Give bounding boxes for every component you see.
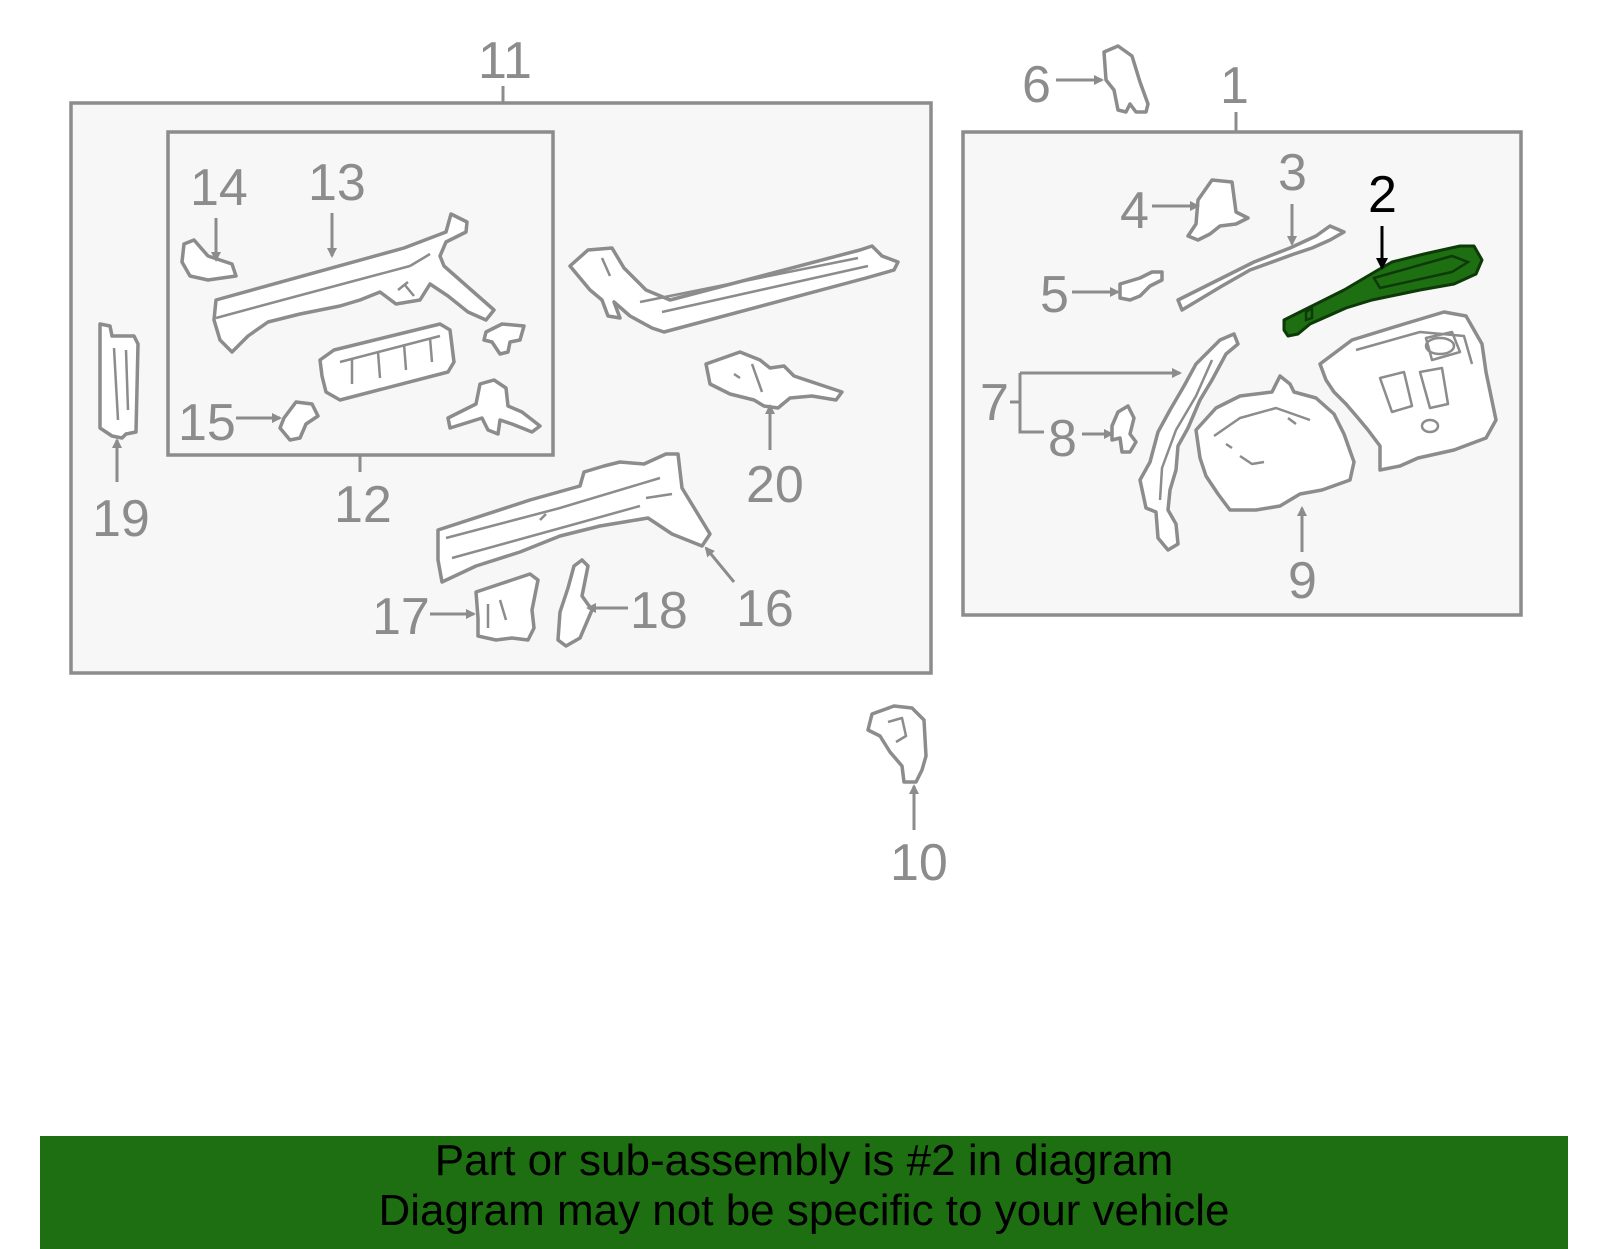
callout-5[interactable]: 5 <box>1040 266 1069 324</box>
callout-2[interactable]: 2 <box>1368 166 1397 224</box>
part-12-crossmember[interactable] <box>318 322 456 402</box>
part-10-bracket[interactable] <box>866 704 928 784</box>
part-13-rail[interactable] <box>212 212 496 354</box>
callout-11[interactable]: 11 <box>478 32 532 90</box>
callout-10[interactable]: 10 <box>890 834 948 892</box>
part-8-bracket[interactable] <box>1110 404 1138 454</box>
callout-19[interactable]: 19 <box>92 490 150 548</box>
callout-1[interactable]: 1 <box>1220 57 1249 115</box>
callout-14[interactable]: 14 <box>190 159 248 217</box>
callout-8[interactable]: 8 <box>1048 410 1077 468</box>
part-14-bracket[interactable] <box>180 238 238 282</box>
part-9-wheelhouse[interactable] <box>1194 374 1356 512</box>
banner-line-disclaimer: Diagram may not be specific to your vehi… <box>378 1186 1230 1235</box>
callout-12[interactable]: 12 <box>334 476 392 534</box>
callout-13[interactable]: 13 <box>308 154 366 212</box>
callout-20[interactable]: 20 <box>746 456 804 514</box>
part-17-bracket[interactable] <box>474 572 540 642</box>
part-19-pillar[interactable] <box>98 322 140 440</box>
part-20-bracket[interactable] <box>704 350 844 410</box>
part-2-highlighted-member[interactable] <box>1282 244 1484 338</box>
part-12-small-bracket[interactable] <box>482 322 526 356</box>
part-11-rocker[interactable] <box>568 244 900 334</box>
callout-4[interactable]: 4 <box>1120 182 1149 240</box>
banner-line-part-number: Part or sub-assembly is #2 in diagram <box>434 1136 1174 1185</box>
info-banner-bg <box>40 1136 1568 1249</box>
part-4-bracket[interactable] <box>1186 178 1250 242</box>
part-5-clip[interactable] <box>1118 270 1164 302</box>
part-1-suspension-tower[interactable] <box>1318 310 1498 472</box>
callout-17[interactable]: 17 <box>372 588 430 646</box>
part-3-rail[interactable] <box>1176 224 1346 312</box>
callout-18[interactable]: 18 <box>630 582 688 640</box>
part-15-bracket[interactable] <box>278 400 320 442</box>
info-banner: Part or sub-assembly is #2 in diagram Di… <box>40 1136 1568 1249</box>
callout-16[interactable]: 16 <box>736 580 794 638</box>
part-16-floor-member[interactable] <box>436 452 712 584</box>
part-6-bracket[interactable] <box>1102 44 1150 114</box>
callout-15[interactable]: 15 <box>178 394 236 452</box>
callout-7[interactable]: 7 <box>980 374 1009 432</box>
callout-3[interactable]: 3 <box>1278 144 1307 202</box>
part-12-mount[interactable] <box>446 378 542 436</box>
callout-6[interactable]: 6 <box>1022 56 1051 114</box>
callout-9[interactable]: 9 <box>1288 552 1317 610</box>
part-7-apron[interactable] <box>1138 332 1240 552</box>
part-18-gusset[interactable] <box>556 558 594 648</box>
